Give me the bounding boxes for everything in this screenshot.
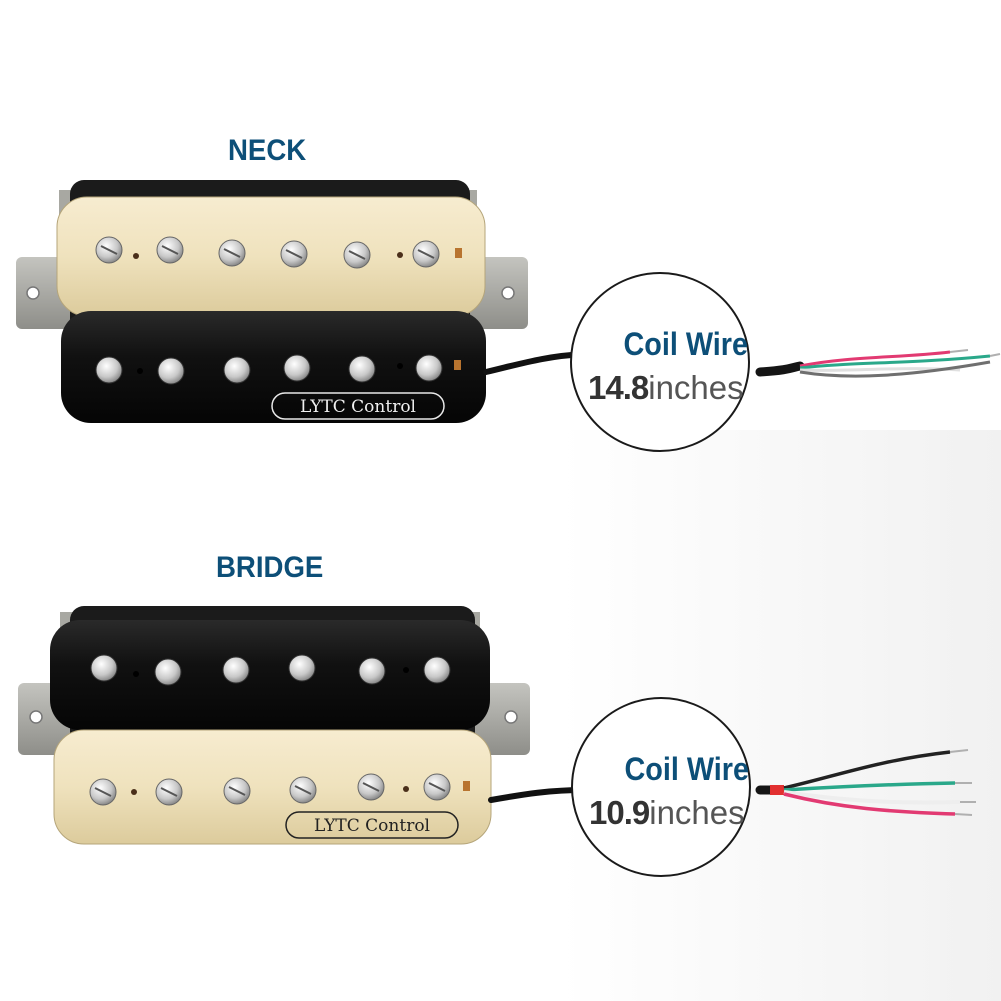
pole-piece <box>358 657 386 685</box>
neck-brand-text: LYTC Control <box>300 397 416 417</box>
neck-coil-wire-badge: Coil Wire 14.8inches <box>570 272 750 452</box>
pole-piece <box>222 656 250 684</box>
pole-piece <box>348 355 376 383</box>
neck-title: NECK <box>228 134 307 167</box>
neck-black-bobbin: LYTC Control <box>61 311 486 423</box>
pole-piece <box>90 654 118 682</box>
bridge-brand-badge <box>285 811 459 839</box>
bridge-wire-ends <box>755 749 976 816</box>
bridge-coil-wire-length: 10.9inches <box>589 794 745 832</box>
neck-brand-badge <box>271 392 445 420</box>
neck-wire-ends <box>755 349 1001 378</box>
neck-coil-wire-label: Coil Wire <box>623 326 748 362</box>
neck-pickup: LYTC Control <box>16 180 588 423</box>
bridge-black-bobbin <box>50 620 490 730</box>
pole-piece <box>154 658 182 686</box>
bridge-coil-wire-badge: Coil Wire 10.9inches <box>571 697 751 877</box>
bridge-length-value: 10.9 <box>589 794 650 831</box>
pole-piece <box>283 354 311 382</box>
pole-piece <box>157 357 185 385</box>
pole-piece <box>95 356 123 384</box>
bridge-length-unit: inches <box>649 794 745 831</box>
neck-cream-bobbin <box>56 196 486 317</box>
bridge-coil-wire-label: Coil Wire <box>624 751 749 787</box>
bridge-cream-bobbin: LYTC Control <box>53 729 492 845</box>
pole-piece <box>223 356 251 384</box>
neck-coil-wire-length: 14.8inches <box>588 369 744 407</box>
pole-piece <box>415 354 443 382</box>
neck-length-unit: inches <box>648 369 744 406</box>
bridge-pickup: LYTC Control <box>18 606 588 845</box>
neck-length-value: 14.8 <box>588 369 649 406</box>
bridge-title: BRIDGE <box>216 551 324 584</box>
bridge-brand-text: LYTC Control <box>314 816 430 836</box>
pole-piece <box>423 656 451 684</box>
pole-piece <box>288 654 316 682</box>
